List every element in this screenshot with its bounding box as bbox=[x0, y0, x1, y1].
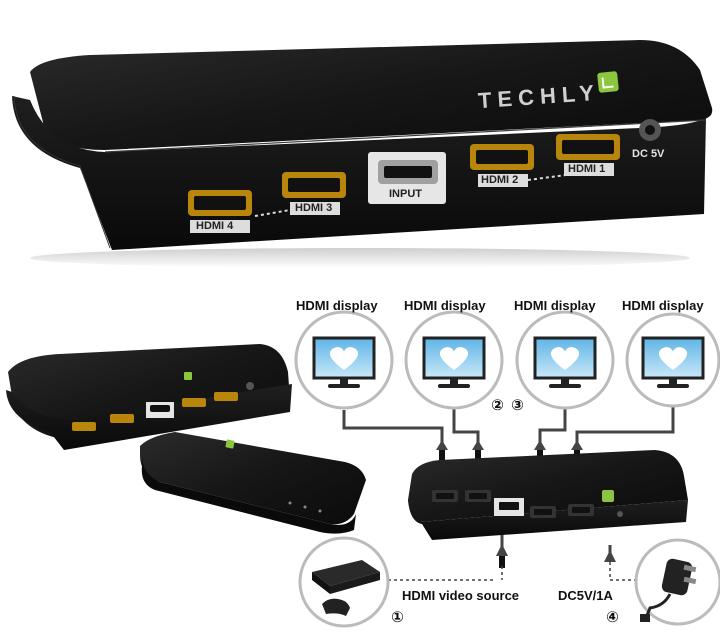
main-splitter-device bbox=[12, 40, 713, 268]
hdmi1-port-icon bbox=[556, 134, 620, 176]
display-label-3: HDMI display bbox=[514, 298, 596, 313]
source-label: HDMI video source bbox=[402, 588, 520, 603]
hdmi3-port-icon bbox=[282, 172, 346, 215]
hdmi4-port-icon bbox=[188, 190, 252, 233]
display-label-1: HDMI display bbox=[296, 298, 378, 313]
power-supply-label: DC5V/1A bbox=[558, 588, 613, 603]
small-device-front-photo bbox=[6, 344, 292, 450]
diagram-splitter-device bbox=[408, 450, 688, 540]
display-icon-1 bbox=[294, 310, 394, 410]
display-label-4: HDMI display bbox=[622, 298, 704, 313]
marker-3: ③ bbox=[510, 397, 525, 414]
port-label-input: INPUT bbox=[389, 188, 422, 200]
port-label-hdmi1: HDMI 1 bbox=[568, 163, 606, 175]
techly-logo-icon bbox=[597, 71, 619, 93]
back-device-photo bbox=[140, 432, 366, 534]
marker-2: ② bbox=[490, 397, 505, 414]
port-label-hdmi2: HDMI 2 bbox=[481, 174, 519, 186]
port-label-hdmi3: HDMI 3 bbox=[295, 202, 333, 214]
display-icon-4 bbox=[625, 312, 720, 408]
marker-4: ④ bbox=[605, 609, 620, 626]
game-console-icon bbox=[298, 536, 390, 628]
display-label-2: HDMI display bbox=[404, 298, 486, 313]
input-port-icon bbox=[368, 152, 446, 204]
port-label-hdmi4: HDMI 4 bbox=[196, 220, 234, 232]
display-icon-3 bbox=[515, 310, 615, 410]
dc-power-jack-icon bbox=[639, 119, 661, 141]
display-icon-2 bbox=[404, 310, 504, 410]
hdmi2-port-icon bbox=[470, 144, 534, 187]
power-adapter-icon bbox=[634, 538, 720, 626]
power-jack-label: DC 5V bbox=[632, 148, 665, 160]
marker-1: ① bbox=[390, 609, 405, 626]
